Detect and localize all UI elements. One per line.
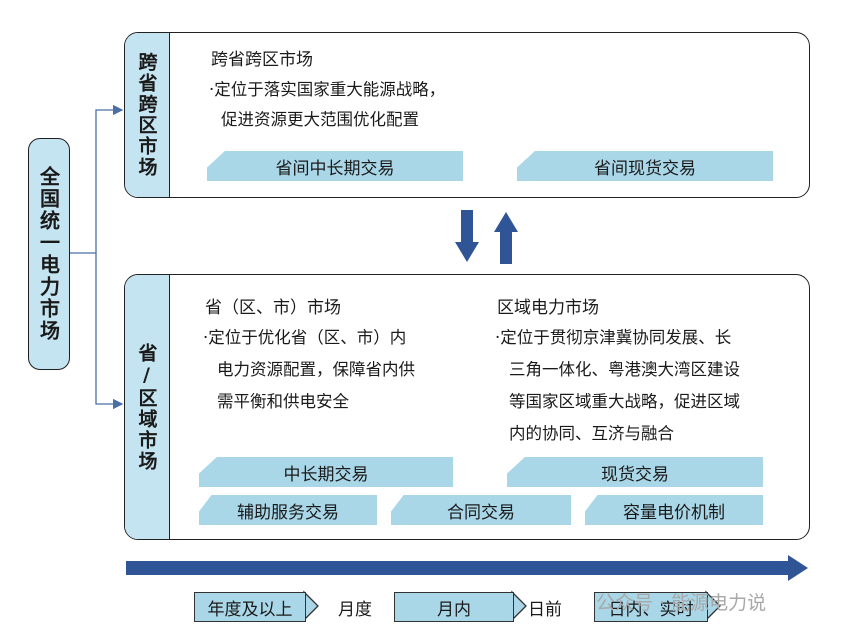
down-arrow-icon [455,210,479,262]
cross-region-market-box: 跨省跨区市场 跨省跨区市场 ·定位于落实国家重大能源战略， 促进资源更大范围优化… [124,32,810,198]
timeline-monthly: 月度 [338,600,372,620]
trade-contract: 合同交易 [391,495,571,525]
provincial-desc-2: 电力资源配置，保障省内供 [217,360,415,379]
cross-region-side-text: 跨省跨区市场 [135,52,158,178]
trade-long-term: 中长期交易 [199,457,453,487]
trade-spot: 现货交易 [507,457,763,487]
chevron-1 [303,590,319,622]
connector-to-top-box [68,104,124,254]
provincial-market-box: 省/区域市场 省（区、市）市场 ·定位于优化省（区、市）内 电力资源配置，保障省… [124,274,810,540]
regional-desc-2: 三角一体化、粤港澳大湾区建设 [509,360,740,379]
provincial-desc-3: 需平衡和供电安全 [217,392,349,411]
trade-inter-provincial-long-term: 省间中长期交易 [207,151,463,181]
provincial-desc-1: ·定位于优化省（区、市）内 [203,328,407,347]
chevron-2 [511,590,527,622]
trade-inter-provincial-spot: 省间现货交易 [517,151,773,181]
cross-region-side-label: 跨省跨区市场 [125,33,170,197]
provincial-side-label: 省/区域市场 [125,275,170,539]
regional-desc-3: 等国家区域重大战略，促进区域 [509,392,740,411]
timeline-annual: 年度及以上 [194,592,306,622]
timeline-arrow [126,555,808,581]
cross-region-desc-2: 促进资源更大范围优化配置 [221,110,419,129]
up-arrow-icon [494,212,518,264]
timeline-day-ahead: 日前 [528,600,562,620]
cross-region-title: 跨省跨区市场 [211,50,313,70]
connector-to-bottom-box [95,253,124,410]
regional-title: 区域电力市场 [497,298,599,318]
provincial-title: 省（区、市）市场 [205,298,341,318]
national-market-text: 全国统一电力市场 [36,166,61,342]
timeline-intra-month: 月内 [394,592,514,622]
cross-region-desc-1: ·定位于落实国家重大能源战略， [209,80,446,99]
watermark: 公众号 · 能源电力说 [596,592,767,614]
national-market-label: 全国统一电力市场 [28,138,70,370]
regional-desc-1: ·定位于贯彻京津冀协同发展、长 [495,328,732,347]
trade-ancillary-service: 辅助服务交易 [199,495,377,525]
regional-desc-4: 内的协同、互济与融合 [509,424,674,443]
trade-capacity-price: 容量电价机制 [585,495,763,525]
timeline-intraday-realtime: 日内、实时 [594,592,708,622]
provincial-side-text: 省/区域市场 [135,342,158,472]
